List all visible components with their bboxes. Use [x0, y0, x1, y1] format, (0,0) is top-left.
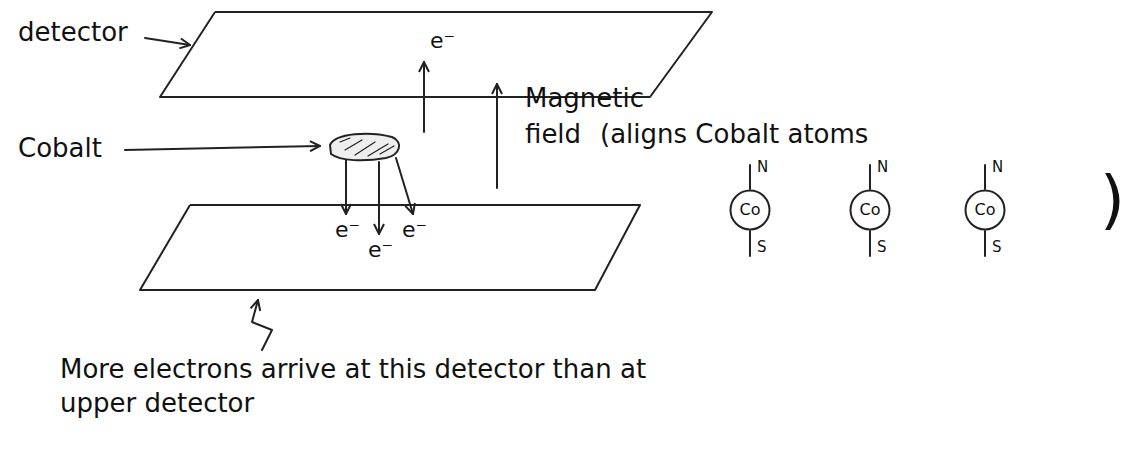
electron-path [378, 162, 380, 234]
electron-label: e⁻ [430, 28, 455, 54]
atom-label: Co [975, 200, 996, 219]
annotation-label: detector [18, 14, 128, 50]
cobalt-sample [330, 134, 399, 161]
atom-outline [966, 191, 1005, 230]
cobalt-atom: Co [964, 189, 1006, 231]
pole-label: N [877, 158, 888, 176]
detector-outline [140, 205, 640, 290]
annotation-label: (aligns Cobalt atoms [600, 116, 868, 152]
detector-plate: e⁻ e⁻ e⁻ [140, 205, 642, 292]
atom-label: Co [860, 200, 881, 219]
sample-hatching [340, 138, 394, 156]
pole-label: S [757, 238, 767, 256]
pointer-arrow [252, 300, 272, 350]
atom-outline [851, 191, 890, 230]
pointer-arrow [145, 38, 190, 45]
electron-label: e⁻ [368, 237, 393, 263]
electron-label: e⁻ [335, 217, 360, 243]
pole-label: N [757, 158, 768, 176]
cobalt-atom: Co [729, 189, 771, 231]
electron-label: e⁻ [402, 217, 427, 243]
closing-bracket: ) [1100, 160, 1125, 240]
annotation-label: Cobalt [18, 130, 102, 166]
note-text: More electrons arrive at this detector t… [60, 352, 720, 420]
atom-label: Co [740, 200, 761, 219]
pointer-arrow [125, 146, 320, 150]
cobalt-atom: Co [849, 189, 891, 231]
pole-label: S [877, 238, 887, 256]
pole-label: N [992, 158, 1003, 176]
pole-label: S [992, 238, 1002, 256]
field-arrow [496, 84, 498, 188]
atom-outline [731, 191, 770, 230]
